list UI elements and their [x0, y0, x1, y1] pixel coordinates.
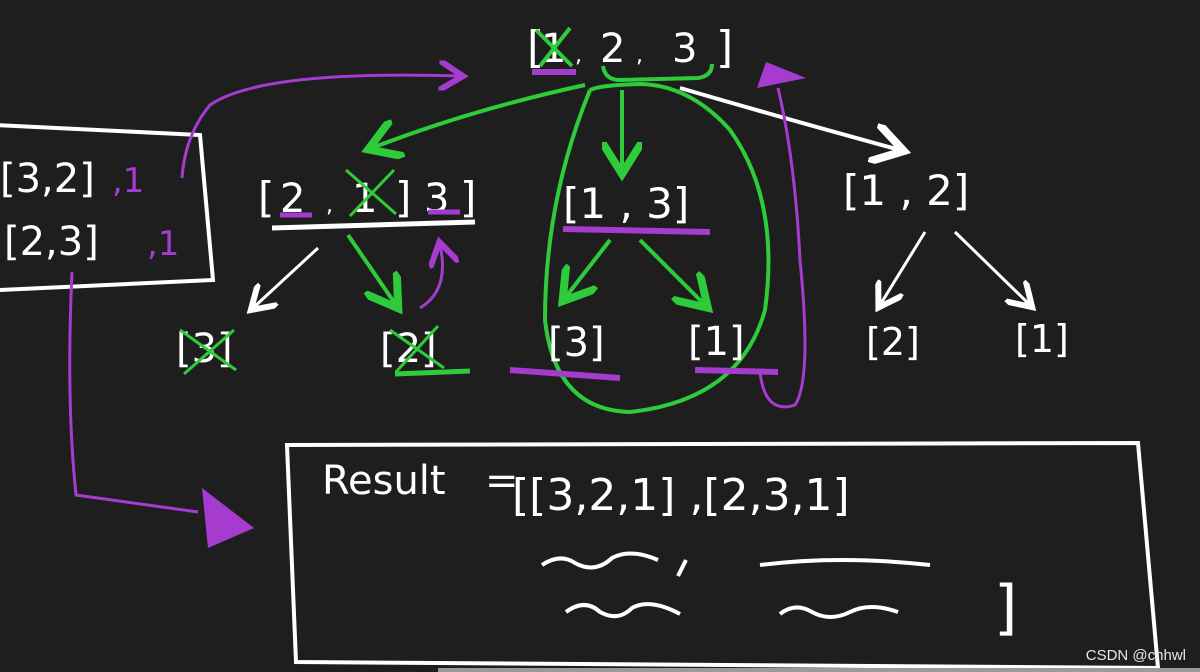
purple-curve-right-loop — [758, 87, 807, 409]
result-close-bracket: ] — [994, 573, 1017, 643]
result-label: Result — [322, 458, 446, 504]
node-2-1-3: [ 2 , 1 ] 3 ] — [258, 168, 476, 231]
leaf-2: [2] — [866, 320, 920, 364]
svg-text:[1 , 2]: [1 , 2] — [843, 166, 969, 215]
memo-row-1: [3,2] — [0, 156, 95, 202]
arrow-left-to-leaf3 — [253, 246, 320, 308]
root-cross-mark — [534, 26, 574, 68]
placeholder-line-1 — [759, 558, 931, 567]
arrow-middle-to-leaf1 — [638, 238, 705, 305]
svg-text:[2]: [2] — [380, 326, 437, 372]
svg-text:,: , — [326, 193, 333, 218]
svg-text:[2]: [2] — [866, 320, 920, 364]
node-1-3: [1 , 3] — [562, 179, 711, 235]
memo-row-2-suffix: ,1 — [147, 224, 179, 264]
svg-text:3: 3 — [424, 176, 449, 222]
svg-text:]: ] — [716, 22, 733, 73]
svg-text:[1 , 3]: [1 , 3] — [563, 179, 689, 228]
arrow-right-to-leaf2 — [880, 231, 927, 305]
purple-curve-memo-to-result — [68, 271, 199, 514]
result-equals: = — [485, 458, 519, 504]
arrow-root-to-left — [372, 83, 586, 148]
memo-row-2: [2,3] — [4, 219, 99, 265]
placeholder-squiggle-3 — [778, 605, 899, 619]
arrow-left-to-leaf2 — [346, 233, 396, 305]
purple-curve-memo-to-root — [180, 75, 460, 179]
svg-text:[1]: [1] — [688, 319, 745, 365]
watermark: CSDN @cnhwl — [1085, 647, 1186, 664]
root-brace-green — [601, 63, 714, 83]
svg-text:[3]: [3] — [548, 320, 605, 366]
purple-arrowhead-top — [757, 62, 806, 88]
arrow-right-to-leaf1 — [953, 230, 1030, 305]
leaf-3: [3] — [509, 320, 621, 381]
svg-text:[1]: [1] — [1015, 317, 1069, 361]
svg-text:]: ] — [395, 173, 411, 222]
svg-text:3: 3 — [672, 26, 697, 72]
result-value: [[3,2,1] ,[2,3,1] — [512, 470, 850, 521]
placeholder-comma — [676, 559, 688, 577]
arrow-middle-to-leaf3 — [565, 238, 612, 298]
svg-text:2: 2 — [600, 26, 625, 72]
svg-text:[: [ — [258, 173, 274, 222]
leaf-3-crossed: [3] — [176, 326, 237, 376]
node-1-2: [1 , 2] — [843, 166, 969, 215]
leaf-1-right: [1] — [1015, 317, 1069, 361]
leaf-2-crossed: [2] — [380, 324, 471, 377]
arrow-root-to-right — [679, 86, 900, 150]
video-progress-bar[interactable] — [438, 668, 1200, 672]
green-loop-outline — [542, 81, 771, 415]
svg-text:,: , — [636, 43, 643, 68]
svg-text:]: ] — [460, 173, 476, 222]
node-2-1-3-cross — [345, 168, 397, 218]
memo-box: [3,2] ,1 [2,3] ,1 — [0, 123, 216, 292]
leaf-1: [1] — [688, 319, 779, 375]
return-arrow-leaf2 — [419, 245, 443, 310]
placeholder-squiggle-1 — [540, 551, 659, 570]
memo-row-1-suffix: ,1 — [112, 161, 144, 201]
purple-arrowhead-result — [202, 488, 254, 548]
root-node: [ 1 , 2 , 3 ] — [527, 22, 733, 83]
svg-text:,: , — [575, 43, 582, 68]
result-box: Result = [[3,2,1] ,[2,3,1] ] — [284, 440, 1161, 671]
placeholder-squiggle-2 — [564, 602, 681, 619]
